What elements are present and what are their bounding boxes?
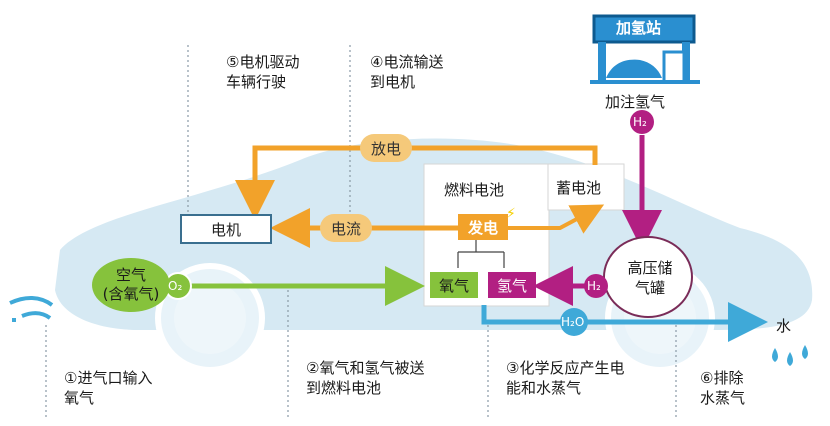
current-label: 电流	[320, 214, 372, 242]
h2-tank-text: H₂	[587, 279, 601, 293]
intake-symbol	[9, 296, 54, 322]
step-3: ③化学反应产生电 能和水蒸气	[506, 359, 625, 397]
hydrogen-box: 氢气	[488, 272, 536, 298]
station-sign: 加氢站	[616, 19, 662, 37]
water-arrow	[481, 302, 768, 342]
spark-icon: ⚡	[506, 206, 516, 222]
station-label: 加注氢气	[605, 93, 666, 111]
h2-tank-badge	[584, 274, 608, 298]
station-pump	[662, 50, 686, 84]
step-2: ②氧气和氢气被送 到燃料电池	[306, 359, 425, 397]
step-6: ⑥排除 水蒸气	[700, 369, 746, 407]
fuel-cell-bracket	[457, 236, 505, 268]
hydrogen-tank	[603, 236, 693, 318]
discharge-arrow	[235, 145, 598, 220]
charge-arrow	[505, 204, 605, 234]
tank-label: 高压储 气罐	[627, 259, 673, 297]
motor-box: 电机	[180, 214, 272, 244]
air-oval: 空气 (含氧气)	[92, 258, 170, 312]
h2o-text: H₂O	[561, 315, 585, 329]
step-4: ④电流输送 到电机	[370, 53, 444, 91]
discharge-label: 放电	[360, 134, 412, 162]
h2-supply-badge	[630, 110, 654, 134]
fuel-cell-title: 燃料电池	[444, 181, 505, 199]
battery-title: 蓄电池	[556, 179, 602, 197]
o2-text: O₂	[168, 279, 183, 293]
water-label: 水	[776, 317, 792, 335]
h2o-badge	[560, 308, 588, 336]
oxygen-box: 氧气	[430, 272, 478, 298]
station-roof	[592, 14, 696, 44]
step-1: ①进气口输入 氧气	[64, 369, 153, 407]
step-dividers	[45, 45, 677, 420]
station-car	[606, 59, 662, 78]
step-5: ⑤电机驱动 车辆行驶	[226, 53, 300, 91]
h2-supply-text: H₂	[633, 115, 647, 129]
water-drops	[772, 345, 808, 366]
generate-box: 发电	[458, 214, 508, 240]
